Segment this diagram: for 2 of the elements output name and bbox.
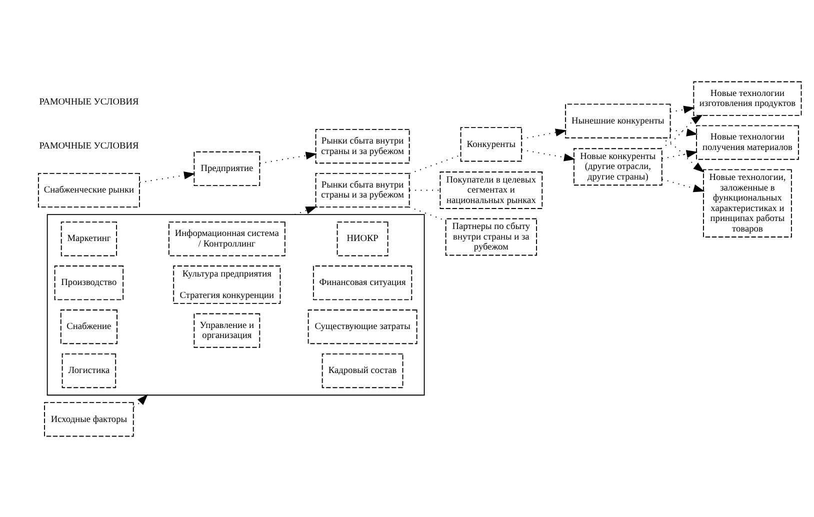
label: РАМОЧНЫЕ УСЛОВИЯ — [39, 141, 139, 152]
label: РАМОЧНЫЕ УСЛОВИЯ — [39, 97, 139, 108]
